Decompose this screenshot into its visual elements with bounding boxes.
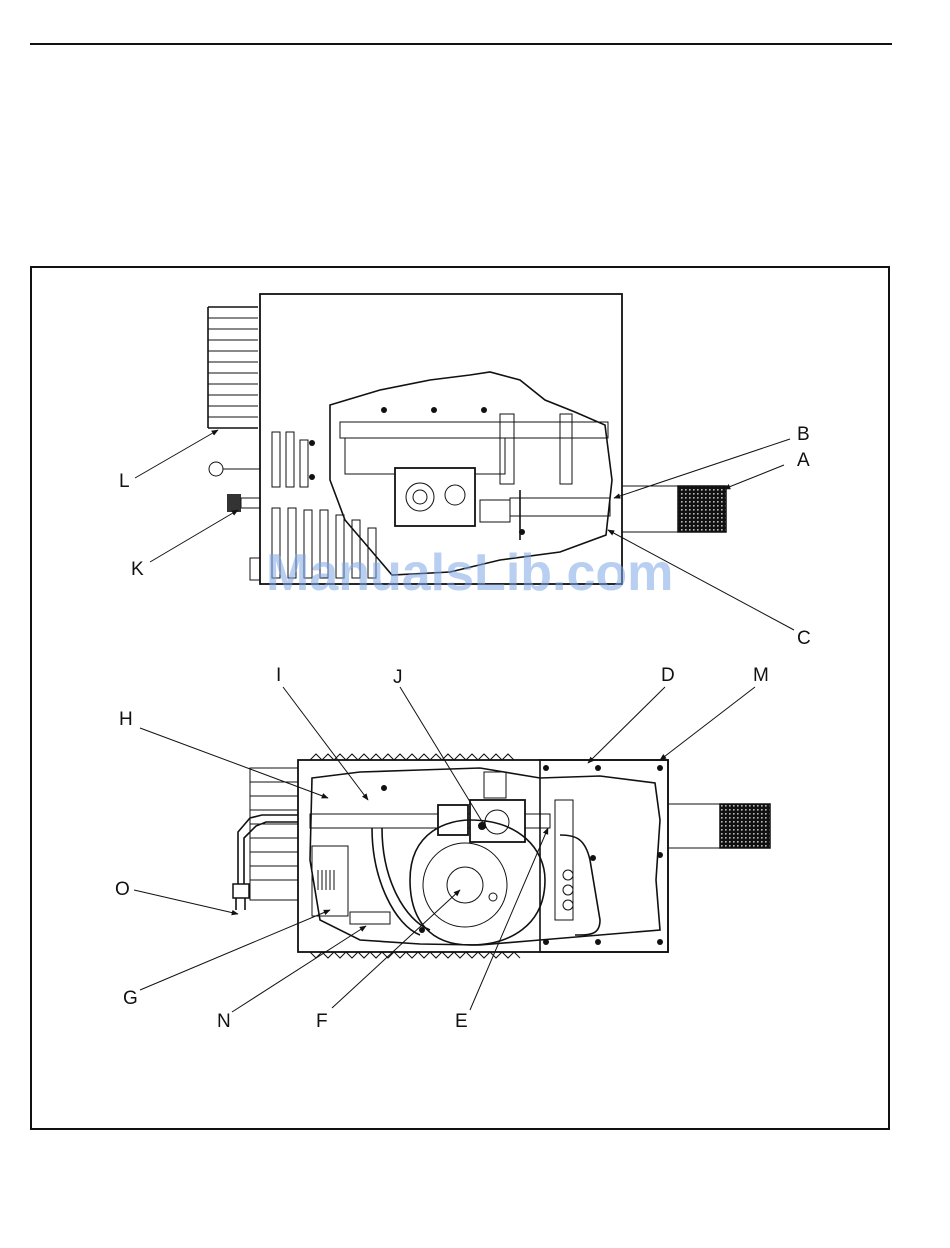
callout-i: I: [276, 665, 281, 686]
power-plug: [233, 884, 249, 898]
callout-g: G: [123, 988, 138, 1009]
rear-fins-top-down: [250, 768, 298, 900]
top-view: [233, 754, 770, 958]
callout-e: E: [455, 1011, 468, 1032]
callout-n: N: [217, 1011, 231, 1032]
callout-h: H: [119, 709, 133, 730]
callout-m: M: [753, 665, 769, 686]
hose-knob: [227, 494, 241, 512]
regulator-fitting: [209, 462, 223, 476]
side-view: [208, 294, 726, 584]
callout-o: O: [115, 879, 130, 900]
callout-j: J: [393, 667, 403, 688]
watermark: ManualsLib.com: [266, 544, 673, 602]
callout-c: C: [797, 628, 811, 649]
callout-d: D: [661, 665, 675, 686]
callout-l: L: [119, 471, 130, 492]
callout-b: B: [797, 424, 810, 445]
burner-grille-side: [678, 486, 726, 532]
burner-grille-top: [720, 804, 770, 848]
callout-a: A: [797, 450, 810, 471]
side-housing: [260, 294, 622, 584]
callout-f: F: [316, 1011, 328, 1032]
power-cord: [238, 815, 298, 884]
callout-k: K: [131, 559, 144, 580]
rear-fins: [208, 307, 258, 428]
